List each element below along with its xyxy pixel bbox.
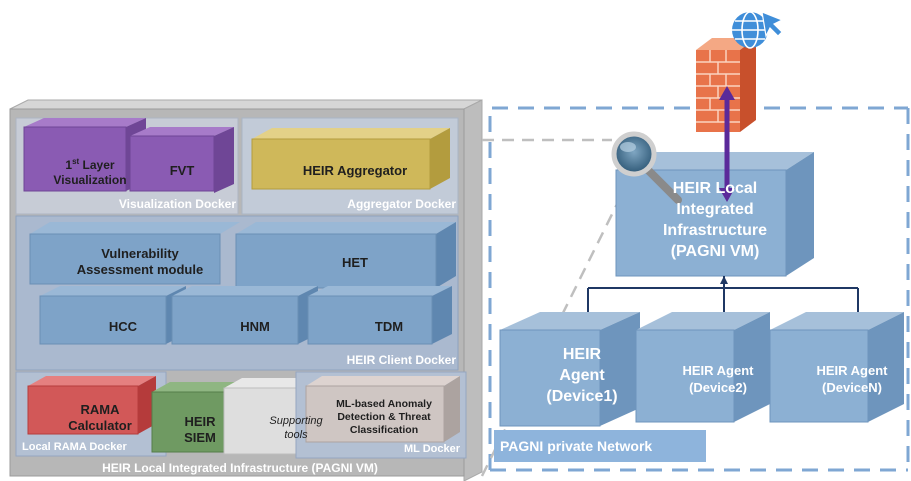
first-layer-label: 1st Layer Visualization [40,154,140,188]
heir-client-docker [15,215,459,371]
aggregator-box-label: HEIR Aggregator [302,163,408,178]
vulnerability-label: Vulnerability Assessment module [60,246,220,278]
magnifier-icon [611,131,682,204]
ml-box-label: ML-based Anomaly Detection & Threat Clas… [316,398,452,437]
first-layer-visualization: Visualization [53,173,127,187]
first-layer-word: Layer [79,158,115,172]
client-docker-label: HEIR Client Docker [346,353,456,367]
local-line-4: (PAGNI VM) [670,243,760,260]
supporting-line-2: tools [284,429,308,441]
network-label: PAGNI private Network [500,438,653,454]
ml-line-3: Classification [349,424,419,436]
local-infrastructure-cube [615,152,814,277]
private-network-frame [488,106,910,472]
local-line-1: HEIR Local [672,180,758,197]
agent2-label: HEIR Agent (Device2) [668,362,768,396]
agentn-label: HEIR Agent (DeviceN) [802,362,902,396]
rama-label: RAMA Calculator [50,402,150,434]
agent2-line-1: HEIR Agent [682,363,754,378]
supporting-line-1: Supporting [269,415,323,427]
agent2-line-2: (Device2) [689,380,747,395]
local-line-3: Infrastructure [662,222,768,239]
local-infrastructure-label: HEIR Local Integrated Infrastructure (PA… [650,178,780,262]
network-label-box [494,430,706,462]
first-layer-number: 1 [65,158,73,172]
agent1-line-3: (Device1) [546,388,618,405]
outer-infrastructure-label: HEIR Local Integrated Infrastructure (PA… [102,461,378,475]
agentn-line-1: HEIR Agent [816,363,888,378]
ml-line-2: Detection & Threat [337,411,431,423]
local-line-2: Integrated [676,201,754,218]
tdm-label: TDM [374,319,404,334]
ml-docker-label: ML Docker [403,443,460,455]
visualization-docker-label: Visualization Docker [118,197,236,211]
vulnerability-line-1: Vulnerability [101,246,179,261]
hcc-label: HCC [108,319,138,334]
first-layer-superscript: st [72,157,80,166]
agent1-line-2: Agent [559,367,605,384]
agent1-label: HEIR Agent (Device1) [532,344,632,407]
siem-line-2: SIEM [184,430,216,445]
hnm-label: HNM [240,319,270,334]
agent-cube-n [769,312,904,423]
siem-label: HEIR SIEM [170,414,230,446]
agent-cube-2 [635,312,770,423]
agent1-line-1: HEIR [562,346,602,363]
rama-line-1: RAMA [80,402,120,417]
agentn-line-2: (DeviceN) [822,380,882,395]
aggregator-docker [241,117,459,215]
rama-line-2: Calculator [68,418,132,433]
siem-line-1: HEIR [184,414,216,429]
het-label: HET [342,255,368,270]
visualization-docker [15,117,239,215]
agent-cube-1 [499,312,640,427]
fvt-label: FVT [169,163,195,178]
globe-icon [732,11,784,49]
ml-docker [295,371,467,459]
rama-docker-label: Local RAMA Docker [22,441,127,453]
firewall-link-arrow [719,86,735,202]
supporting-tools-label: Supporting tools [258,414,334,442]
firewall-icon [696,38,756,132]
vulnerability-line-2: Assessment module [76,262,204,277]
rama-docker [15,371,167,457]
aggregator-docker-label: Aggregator Docker [347,197,456,211]
ml-line-1: ML-based Anomaly [336,398,432,410]
